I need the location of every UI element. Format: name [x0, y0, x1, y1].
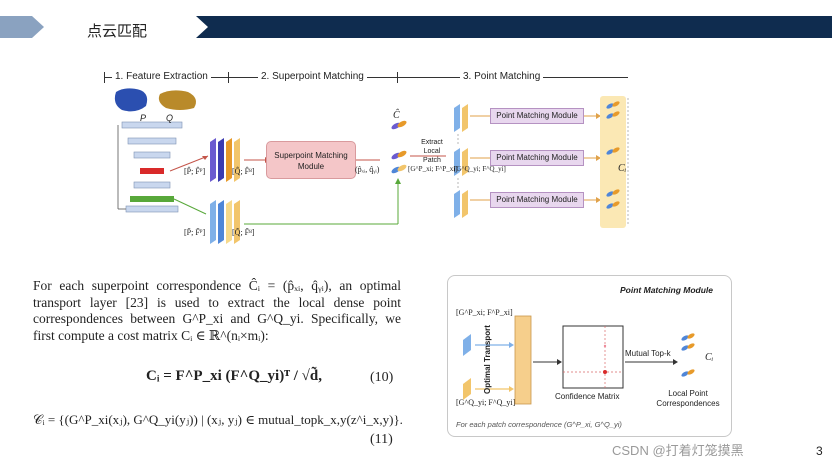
feat-coarse-p-label: [P̂; F̂ᴾ] [184, 167, 206, 176]
csdn-watermark: CSDN @打着灯笼摸黑 [612, 443, 744, 458]
header-decoration [0, 16, 832, 38]
point-matching-module-2: Point Matching Module [490, 150, 584, 166]
detail-title: Point Matching Module [620, 285, 714, 295]
label-source-p: P [140, 113, 147, 123]
equation-10: Cᵢ = F^P_xi (F^Q_yi)ᵀ / √d̃, [146, 368, 322, 384]
optimal-transport-label: Optimal Transport [483, 325, 492, 394]
pipeline-diagram [114, 88, 629, 244]
superpoint-module-label: Superpoint Matching Module [274, 151, 348, 171]
source-point-cloud [114, 88, 148, 112]
target-point-cloud [158, 90, 196, 110]
extract-local-patch-label: Extract Local Patch [421, 139, 443, 164]
stage-tick [228, 72, 229, 83]
slide-title: 点云匹配 [87, 23, 148, 40]
stage-superpoint-matching: 2. Superpoint Matching [258, 71, 367, 82]
point-module-2-label: Point Matching Module [496, 153, 578, 162]
page-number: 3 [816, 444, 823, 458]
label-target-q: Q [166, 113, 174, 123]
detail-input-p: [G^P_xi; F^P_xi] [456, 308, 513, 317]
superpoint-matching-module: Superpoint Matching Module [266, 141, 356, 179]
output-ci-label: Cᵢ [618, 163, 627, 174]
stage-tick [397, 72, 398, 83]
detail-input-q: [G^Q_yi; F^Q_yi] [456, 398, 516, 407]
stage-feature-extraction: 1. Feature Extraction [112, 71, 211, 82]
mutual-topk-label: Mutual Top-k [625, 349, 671, 358]
equation-11: 𝒞ᵢ = {(G^P_xi(xⱼ), G^Q_yi(yⱼ)) | (xⱼ, yⱼ… [33, 412, 403, 427]
superpoint-corr-set: Ĉ [393, 110, 400, 121]
detail-diagram [463, 315, 695, 405]
local-correspondences-label: Local Point Correspondences [656, 389, 720, 408]
detail-footer: For each patch correspondence (G^P_xi, G… [456, 420, 622, 429]
point-module-1-label: Point Matching Module [496, 111, 578, 120]
equation-11-number: (11) [370, 432, 393, 447]
equation-10-number: (10) [370, 370, 394, 385]
method-paragraph: For each superpoint correspondence Ĉᵢ = … [33, 278, 401, 343]
point-matching-module-1: Point Matching Module [490, 108, 584, 124]
feat-coarse-q-label: [Q̂; F̂ᴽ] [232, 167, 255, 176]
feat-fine-q-label: [Q̃; F̃ᴽ] [232, 228, 255, 237]
detail-ci-label: Cᵢ [705, 352, 714, 363]
feat-fine-p-label: [P̃; F̃ᴾ] [184, 228, 206, 237]
superpoint-corr-pair: (p̂ₓᵢ, q̂ᵧᵢ) [355, 165, 380, 174]
patch-feature-p: [G^P_xi; F^P_xi] [408, 165, 458, 173]
point-matching-module-3: Point Matching Module [490, 192, 584, 208]
stage-point-matching: 3. Point Matching [460, 71, 544, 82]
patch-feature-q: [G^Q_yi; F^Q_yi] [454, 165, 506, 173]
point-module-3-label: Point Matching Module [496, 195, 578, 204]
confidence-matrix-label: Confidence Matrix [555, 392, 620, 401]
stage-tick [104, 72, 105, 83]
